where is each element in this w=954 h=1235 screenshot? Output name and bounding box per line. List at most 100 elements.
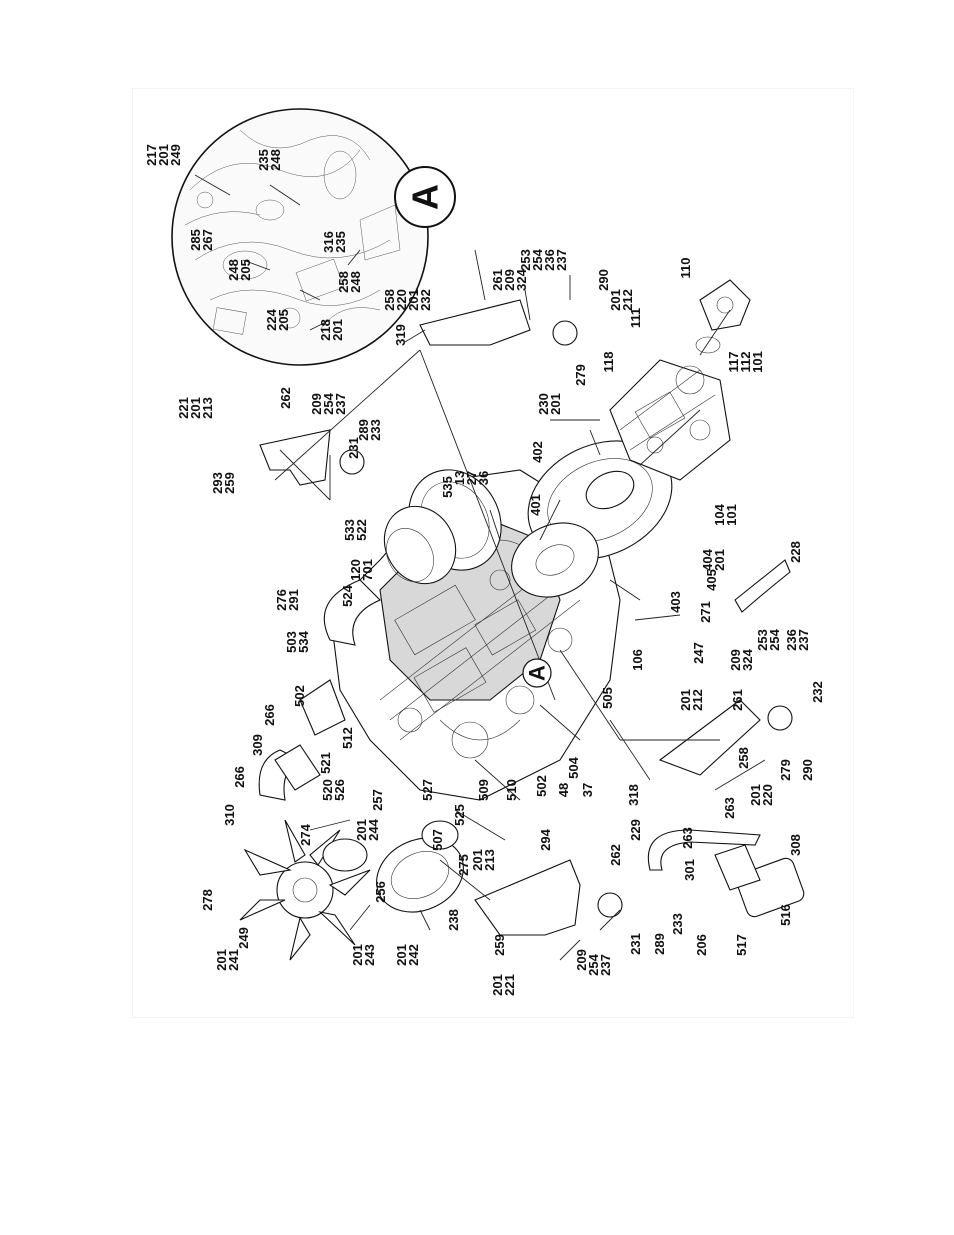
part-label-290: 290	[596, 269, 611, 291]
part-label-221: 221	[176, 397, 191, 419]
part-label-118: 118	[601, 352, 616, 373]
part-label-201: 201	[188, 397, 203, 419]
part-label-232: 232	[810, 681, 825, 703]
detail-view-a: A	[171, 108, 456, 366]
part-label-243: 243	[362, 944, 377, 966]
part-label-201: 201	[350, 944, 365, 966]
part-label-535: 535	[440, 476, 455, 498]
part-label-209: 209	[728, 649, 743, 671]
part-label-289: 289	[652, 933, 667, 955]
part-label-201: 201	[748, 784, 763, 806]
part-label-403: 403	[668, 591, 683, 613]
part-label-517: 517	[734, 934, 749, 956]
detail-a-callout-letter: A	[525, 665, 550, 681]
detail-a-callout: A	[522, 658, 552, 688]
part-label-206: 206	[694, 934, 709, 956]
part-label-233: 233	[368, 419, 383, 441]
part-label-229: 229	[628, 819, 643, 841]
part-label-263: 263	[722, 797, 737, 819]
part-label-201: 201	[354, 819, 369, 841]
part-label-224: 224	[264, 308, 279, 330]
part-label-201: 201	[490, 974, 505, 996]
part-label-534: 534	[296, 630, 311, 652]
part-label-262: 262	[278, 387, 293, 409]
part-label-258: 258	[336, 271, 351, 293]
part-label-521: 521	[318, 752, 333, 774]
part-label-48: 48	[556, 783, 571, 797]
part-label-244: 244	[366, 818, 381, 840]
part-label-509: 509	[476, 779, 491, 801]
detail-a-letter: A	[405, 184, 446, 210]
part-label-275: 275	[456, 854, 471, 876]
part-label-533: 533	[342, 519, 357, 541]
part-label-279: 279	[573, 364, 588, 386]
part-label-253: 253	[755, 629, 770, 651]
part-label-249: 249	[236, 927, 251, 949]
part-label-285: 285	[188, 229, 203, 251]
part-label-201: 201	[214, 949, 229, 971]
part-label-112: 112	[738, 352, 753, 373]
part-label-254: 254	[767, 628, 782, 650]
part-label-117: 117	[726, 352, 741, 373]
part-label-221: 221	[502, 974, 517, 996]
part-label-236: 236	[784, 629, 799, 651]
part-label-324: 324	[740, 648, 755, 670]
part-label-209: 209	[502, 269, 517, 291]
part-label-111: 111	[628, 308, 643, 328]
part-label-401: 401	[528, 494, 543, 516]
part-label-213: 213	[482, 849, 497, 871]
part-label-201: 201	[470, 849, 485, 871]
part-label-279: 279	[778, 759, 793, 781]
part-label-256: 256	[373, 881, 388, 903]
part-label-701: 701	[360, 559, 375, 581]
pulley	[322, 820, 464, 913]
part-label-205: 205	[238, 259, 253, 281]
part-label-205: 205	[276, 309, 291, 331]
part-label-505: 505	[600, 687, 615, 709]
part-label-248: 248	[268, 149, 283, 171]
part-label-301: 301	[682, 859, 697, 881]
part-label-290: 290	[800, 759, 815, 781]
part-label-510: 510	[504, 779, 519, 801]
part-label-104: 104	[712, 503, 727, 525]
part-label-404: 404	[700, 548, 715, 570]
part-label-261: 261	[490, 269, 505, 291]
part-label-248: 248	[348, 271, 363, 293]
cooling-fan	[239, 819, 371, 961]
part-label-212: 212	[690, 689, 705, 711]
part-label-516: 516	[778, 904, 793, 926]
part-label-504: 504	[566, 756, 581, 778]
part-label-101: 101	[750, 351, 765, 373]
part-label-527: 527	[420, 779, 435, 801]
part-label-201: 201	[678, 689, 693, 711]
part-label-318: 318	[626, 784, 641, 806]
oil-filter	[714, 844, 805, 918]
part-label-266: 266	[262, 704, 277, 726]
part-label-278: 278	[200, 889, 215, 911]
part-label-309: 309	[250, 734, 265, 756]
part-label-267: 267	[200, 229, 215, 251]
part-label-274: 274	[298, 823, 313, 845]
part-label-310: 310	[222, 804, 237, 826]
part-label-276: 276	[274, 589, 289, 611]
part-label-257: 257	[370, 789, 385, 811]
part-label-218: 218	[318, 319, 333, 341]
part-label-120: 120	[348, 559, 363, 581]
part-label-405: 405	[704, 569, 719, 591]
part-label-248: 248	[226, 259, 241, 281]
part-label-232: 232	[418, 289, 433, 311]
part-label-237: 237	[554, 249, 569, 271]
part-label-230: 230	[536, 393, 551, 415]
hydraulic-pump	[609, 279, 751, 481]
part-label-235: 235	[256, 149, 271, 171]
part-label-201: 201	[406, 289, 421, 311]
part-label-247: 247	[691, 642, 706, 664]
part-label-249: 249	[168, 144, 183, 166]
part-label-27: 27	[464, 471, 479, 485]
part-label-201: 201	[156, 144, 171, 166]
part-label-254: 254	[586, 953, 601, 975]
part-label-241: 241	[226, 949, 241, 971]
part-label-258: 258	[736, 747, 751, 769]
